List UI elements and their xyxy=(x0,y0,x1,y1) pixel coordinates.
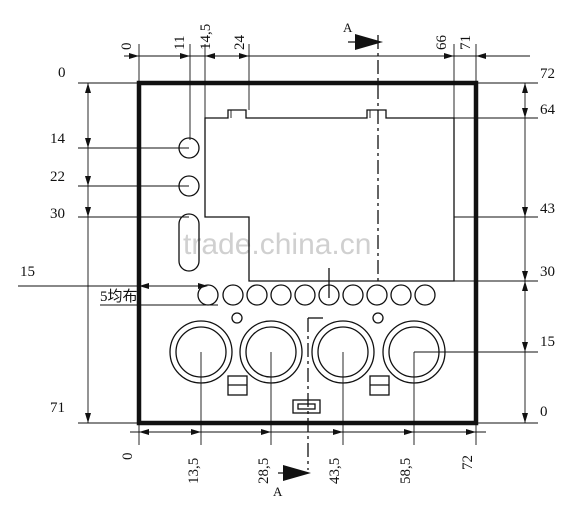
left-dim-label: 14 xyxy=(50,131,66,147)
led-indicator xyxy=(390,284,412,306)
connector-slot xyxy=(292,399,321,414)
small-hole xyxy=(372,312,384,324)
led-indicator xyxy=(222,284,244,306)
display-window xyxy=(204,109,455,282)
led-indicator xyxy=(246,284,268,306)
section-label-top: A xyxy=(343,20,353,35)
right-dim-label: 30 xyxy=(540,264,555,280)
bottom-dim-label: 43,5 xyxy=(327,458,343,484)
left-dim-label: 0 xyxy=(58,65,66,81)
right-dim-label: 15 xyxy=(540,334,555,350)
top-dim-label: 0 xyxy=(119,43,135,51)
led-pitch-note: 5均布 xyxy=(100,288,138,305)
top-dim-label: 24 xyxy=(232,35,248,51)
right-dim-label: 72 xyxy=(540,66,555,82)
bottom-dim-label: 13,5 xyxy=(186,458,202,484)
top-dim-label: 14,5 xyxy=(198,24,214,50)
led-indicator xyxy=(294,284,316,306)
bottom-dim-label: 58,5 xyxy=(398,458,414,484)
section-label-bottom: A xyxy=(273,484,283,499)
right-dim-label: 0 xyxy=(540,404,548,420)
left-dim-label: 15 xyxy=(20,264,35,280)
left-dim-label: 71 xyxy=(50,400,65,416)
left-dim-label: 30 xyxy=(50,206,65,222)
led-indicator xyxy=(366,284,388,306)
led-pitch-dimension xyxy=(18,283,218,306)
led-indicator xyxy=(342,284,364,306)
square-indicator xyxy=(369,375,390,396)
bottom-dimension-chain xyxy=(130,352,486,445)
top-dim-label: 66 xyxy=(434,35,450,51)
led-row xyxy=(197,284,436,306)
bottom-dim-label: 0 xyxy=(120,453,136,461)
square-indicator xyxy=(227,375,248,396)
led-indicator xyxy=(270,284,292,306)
right-dim-label: 43 xyxy=(540,201,555,217)
watermark-text: trade.china.cn xyxy=(183,228,371,261)
led-indicator xyxy=(414,284,436,306)
top-dim-label: 11 xyxy=(172,36,188,50)
bottom-dim-label: 28,5 xyxy=(256,458,272,484)
right-dimension-chain xyxy=(414,82,538,424)
right-dim-label: 64 xyxy=(540,102,556,118)
slot-indicator xyxy=(178,213,200,272)
left-dim-label: 22 xyxy=(50,169,65,185)
top-dim-label: 71 xyxy=(458,35,474,50)
top-dimension-chain xyxy=(124,44,530,140)
bottom-dim-label: 72 xyxy=(460,455,476,470)
left-dimension-chain xyxy=(78,82,189,424)
small-hole xyxy=(231,312,243,324)
